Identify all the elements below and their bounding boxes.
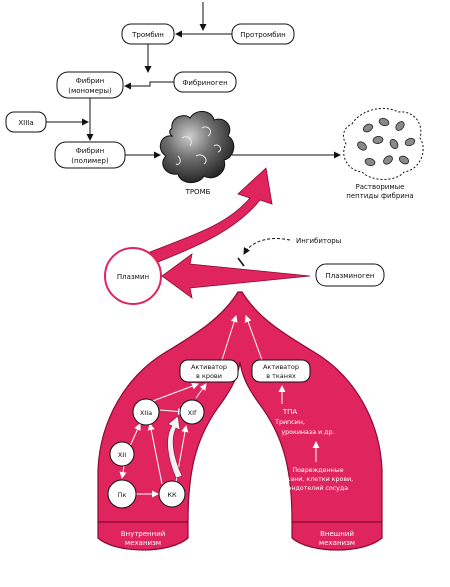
tpa-list-1: ТПА [282,408,298,416]
arrow-fibrinogen-to-monomer [124,81,174,90]
fibrin-polymer-label-2: (полимер) [71,157,109,165]
kk-feedback-arrow [167,415,183,479]
arrow-tissue-activator-up [244,315,263,361]
inhibitors-label: Ингибиторы [296,237,341,245]
plasminogen-to-plasmin-arrow [161,253,311,299]
blood-activator-label-1: Активатор [191,363,227,371]
tpa-list-2: Трипсин, [274,419,305,426]
plasmin-to-clot-arrow [149,167,273,263]
thrombin-label: Тромбин [131,31,164,39]
tissue-activator-label-2: в тканях [266,372,296,380]
factor-kk-circle [158,480,186,508]
damage-text-1: Поврежденные [292,467,343,474]
tpa-list-3: урокиназа и др. [281,429,334,436]
external-mechanism-label-1: Внешний [320,530,354,538]
factor-xi-label: XIf [188,409,197,417]
tissue-activator-box [251,359,311,383]
tissue-activator-label-1: Активатор [263,363,299,371]
plasminogen-box [315,263,385,287]
internal-mechanism-label-1: Внутренний [121,530,166,538]
peptides-label-1: Растворимые [356,183,405,191]
factor-xiia-label: XIIa [140,409,152,417]
peptides-icon [343,108,424,180]
damage-text-3: эндотелий сосуда [288,484,348,492]
internal-factor-arrows [119,382,207,498]
arrow-blood-activator-up [221,315,238,361]
peptides-label-2: пептиды фибрина [346,192,413,200]
fibrin-monomer-label-2: (мономеры) [68,87,112,95]
activation-shape [97,291,383,523]
clot-icon [159,111,235,183]
inhibitor-arrow [243,238,291,255]
plasmin-circle [104,247,162,305]
external-base-plate [291,521,383,551]
internal-base-plate [97,521,189,551]
fibrin-monomer-label-1: Фибрин [76,77,104,85]
fibrinogen-label: Фибриноген [182,79,227,87]
blood-activator-box [179,359,239,383]
plasminogen-label: Плазминоген [326,272,375,280]
fibrin-polymer-label-1: Фибрин [76,147,104,155]
factor-xiia-circle [132,398,160,426]
damage-text-2: ткани, клетки крови, [283,476,353,483]
blood-activator-label-2: в крови [196,372,222,380]
factor-xi-circle [179,399,205,425]
clot-label: ТРОМБ [185,188,211,196]
factor-xii-label: XII [118,451,126,459]
plasmin-label: Плазмин [117,273,149,281]
external-mechanism-label-2: механизм [319,539,355,547]
factor-pk-circle [107,479,137,509]
factor-kk-label: КК [167,491,177,499]
internal-mechanism-label-2: механизм [125,539,161,547]
prothrombin-label: Протромбин [240,31,286,39]
factor-xiiia-label: XIIIa [18,119,33,127]
factor-pk-label: Пк [118,491,127,499]
inhibitor-bar [237,257,245,267]
factor-xii-circle [109,441,135,467]
